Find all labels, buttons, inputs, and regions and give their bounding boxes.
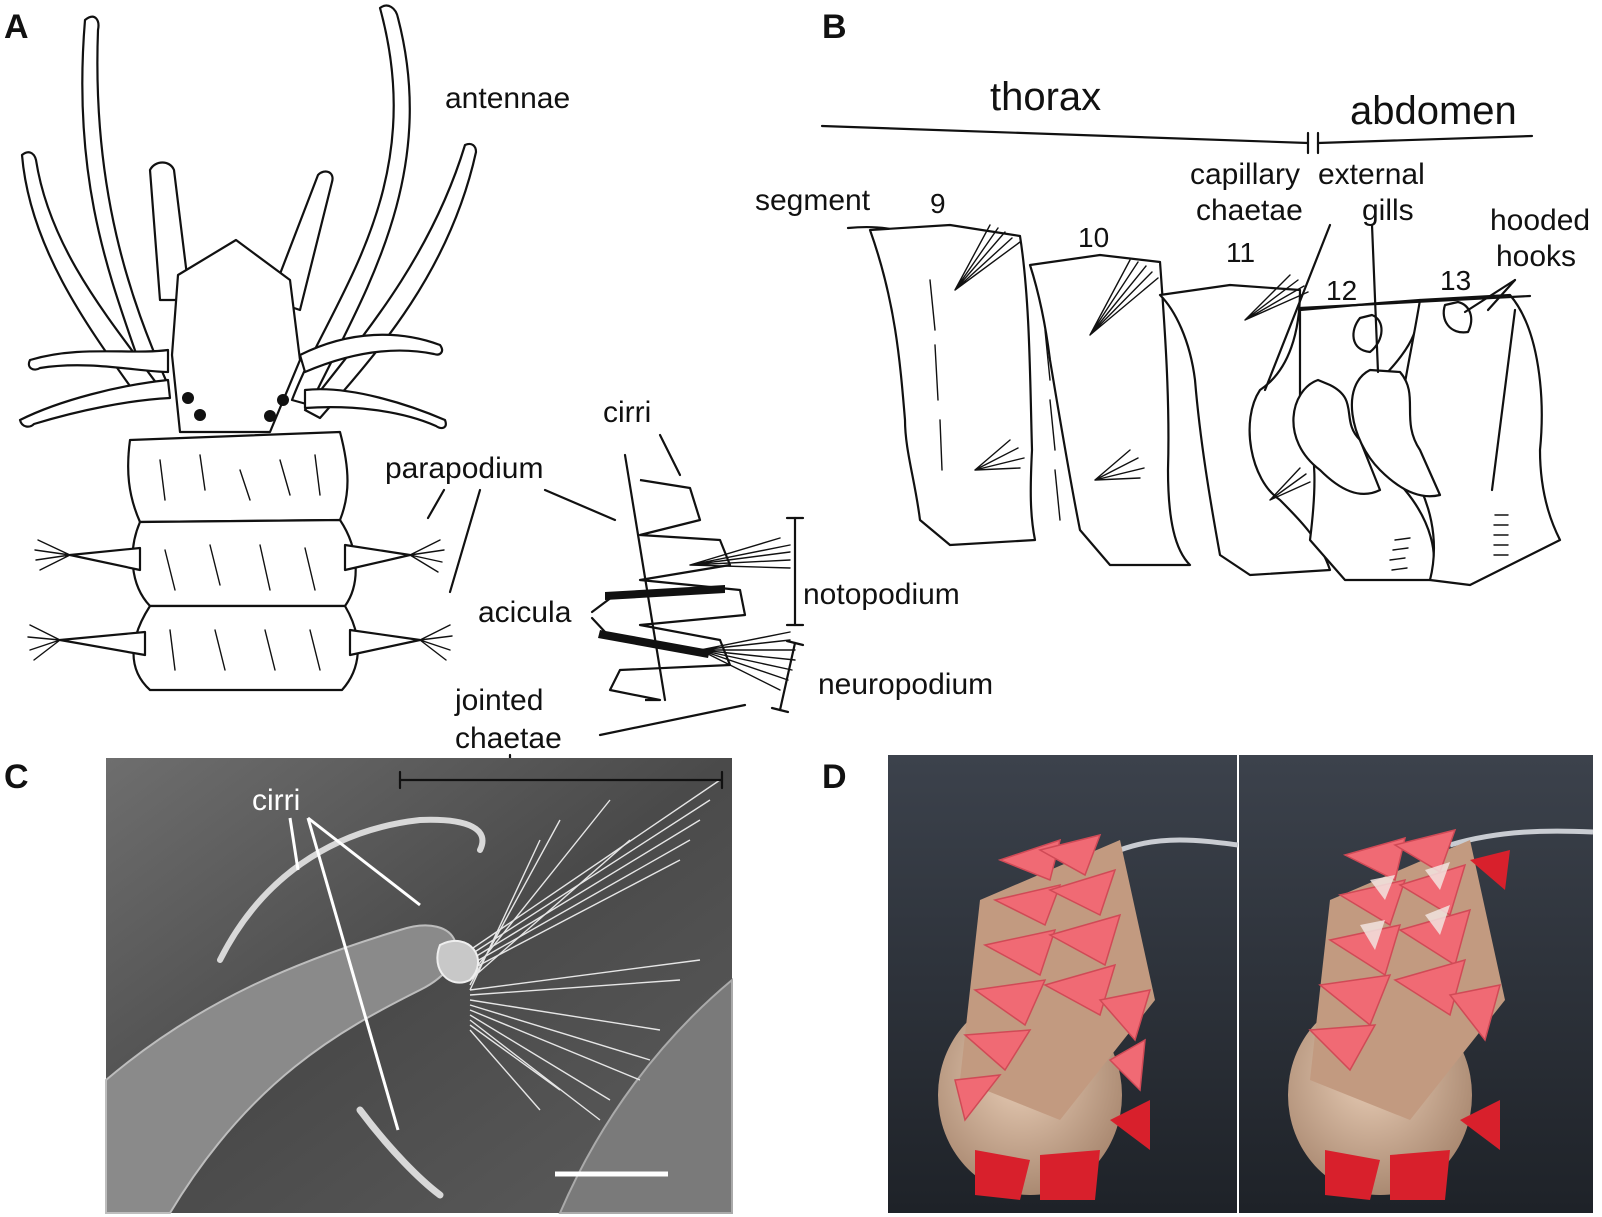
eye bbox=[264, 410, 276, 422]
label-capillary-line1: capillary bbox=[1190, 158, 1300, 191]
parapodium-left-1 bbox=[70, 548, 140, 570]
leader-acicula-1 bbox=[592, 597, 612, 612]
label-notopodium: notopodium bbox=[803, 578, 960, 611]
label-seg-13: 13 bbox=[1440, 265, 1471, 296]
tentacle-left-1 bbox=[29, 350, 168, 372]
panel-letter-d: D bbox=[822, 758, 847, 796]
label-hooded-line2: hooks bbox=[1496, 240, 1576, 273]
parapodium-right-1 bbox=[345, 545, 410, 570]
eye bbox=[194, 409, 206, 421]
label-external-line1: external bbox=[1318, 158, 1425, 191]
worm-dorsal-drawing bbox=[20, 6, 476, 690]
label-cirri-a: cirri bbox=[603, 396, 651, 429]
label-jointed-line2: chaetae bbox=[455, 722, 562, 755]
thorax-span-line bbox=[822, 126, 1308, 143]
label-seg-9: 9 bbox=[930, 188, 946, 219]
label-capillary-line2: chaetae bbox=[1196, 194, 1303, 227]
panel-letter-b: B bbox=[822, 8, 847, 46]
label-neuropodium: neuropodium bbox=[818, 668, 993, 701]
parapodium-detail-drawing bbox=[598, 455, 795, 700]
parapodium-left-2 bbox=[60, 632, 145, 655]
leader-parapodium-1 bbox=[428, 490, 444, 518]
leader-parapodium-3 bbox=[545, 490, 615, 520]
label-hooded-line1: hooded bbox=[1490, 204, 1590, 237]
body-segment-3 bbox=[134, 606, 358, 690]
label-antennae: antennae bbox=[445, 82, 570, 115]
label-thorax: thorax bbox=[990, 75, 1101, 119]
panel-b: B thorax abdomen bbox=[755, 8, 1590, 585]
label-external-line2: gills bbox=[1362, 194, 1414, 227]
label-acicula: acicula bbox=[478, 596, 572, 629]
eye bbox=[277, 394, 289, 406]
sem-parapodium-tip bbox=[437, 941, 478, 983]
panel-d: D bbox=[822, 755, 1593, 1213]
leader-parapodium-2 bbox=[450, 490, 480, 592]
segment-9-body bbox=[870, 225, 1035, 545]
panel-letter-a: A bbox=[4, 8, 29, 46]
body-segment-2 bbox=[133, 520, 356, 606]
bracket-notopodium bbox=[787, 518, 803, 625]
label-abdomen: abdomen bbox=[1350, 89, 1517, 133]
leader-acicula-2 bbox=[592, 618, 606, 633]
label-cirri-c: cirri bbox=[252, 784, 300, 817]
tentacle-left-2 bbox=[20, 380, 170, 427]
eye bbox=[182, 392, 194, 404]
parapodium-right-2 bbox=[350, 630, 420, 655]
label-segment: segment bbox=[755, 184, 871, 217]
label-seg-10: 10 bbox=[1078, 222, 1109, 253]
label-seg-11: 11 bbox=[1226, 237, 1255, 268]
leader-jointed-chaetae bbox=[600, 705, 745, 735]
leader-cirri-a bbox=[660, 435, 680, 475]
panel-a: A bbox=[4, 6, 993, 780]
label-seg-12: 12 bbox=[1326, 275, 1357, 306]
panel-c: C cirri bbox=[4, 758, 732, 1213]
label-jointed-line1: jointed bbox=[454, 684, 543, 717]
body-segment-1 bbox=[128, 432, 347, 522]
label-parapodium: parapodium bbox=[385, 452, 543, 485]
abdomen-span-line bbox=[1318, 136, 1532, 143]
panel-letter-c: C bbox=[4, 758, 29, 796]
